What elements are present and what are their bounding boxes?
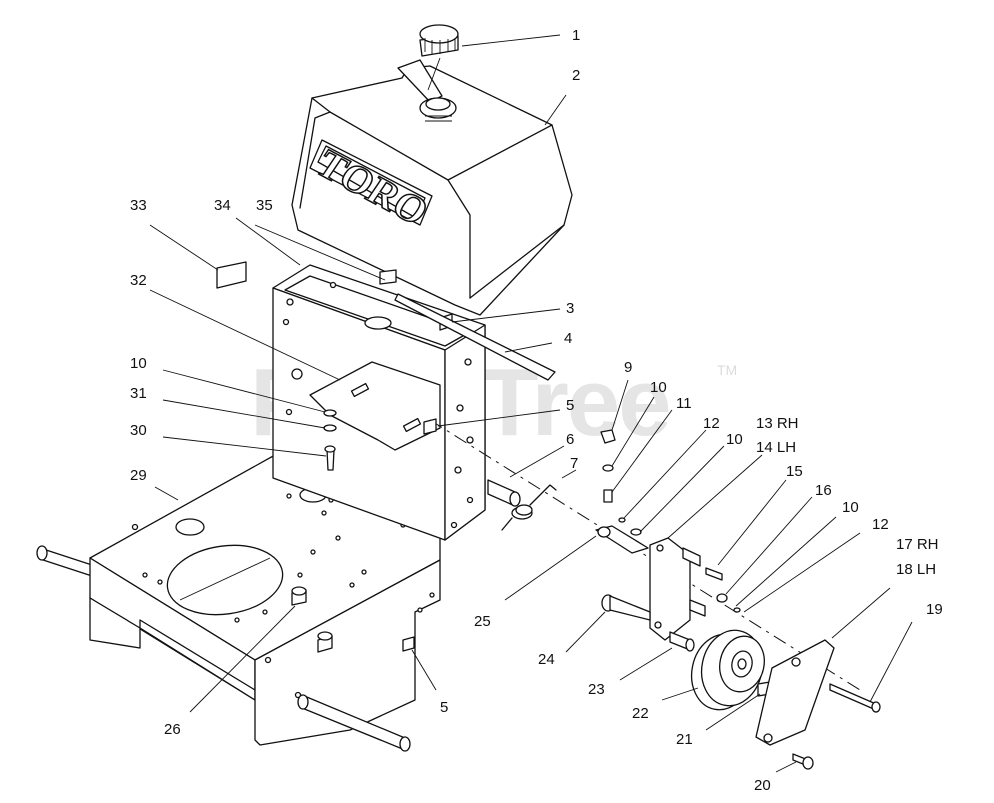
callout-10-b: 10 (726, 431, 743, 448)
idler-pulley (690, 629, 765, 711)
decal (216, 261, 247, 289)
bolt-15 (705, 567, 723, 581)
callout-34: 34 (214, 197, 231, 214)
fastener-stack-left (323, 409, 337, 471)
callout-33: 33 (130, 197, 147, 214)
pivot-bracket (649, 537, 706, 641)
callout-32: 32 (130, 272, 147, 289)
watermark-trademark: TM (717, 362, 737, 378)
callout-35: 35 (256, 197, 273, 214)
control-box (272, 264, 486, 541)
carriage-bolt (601, 594, 651, 621)
leader-lines (149, 34, 913, 773)
callout-3: 3 (566, 300, 574, 317)
callout-31: 31 (130, 385, 147, 402)
callout-6: 6 (566, 431, 574, 448)
callout-11: 11 (676, 395, 692, 412)
callout-13-rh: 13 RH (756, 415, 799, 432)
callout-2: 2 (572, 67, 580, 84)
callout-4: 4 (564, 330, 572, 347)
callout-5-upper: 5 (566, 397, 574, 414)
nut-upper (423, 418, 437, 435)
callout-21: 21 (676, 731, 693, 748)
bolt-20 (792, 753, 814, 770)
callout-10-a: 10 (650, 379, 667, 396)
callout-labels: 1 2 33 34 35 32 3 4 10 31 30 5 29 9 10 1… (130, 27, 943, 794)
callout-23: 23 (588, 681, 605, 698)
callout-19: 19 (926, 601, 943, 618)
idler-arm (755, 639, 835, 746)
callout-10-left: 10 (130, 355, 147, 372)
callout-26: 26 (164, 721, 181, 738)
callout-1: 1 (572, 27, 580, 44)
callout-30: 30 (130, 422, 147, 439)
spring (501, 484, 557, 531)
fuel-cap (419, 24, 459, 91)
callout-25: 25 (474, 613, 491, 630)
callout-14-lh: 14 LH (756, 439, 796, 456)
washer-16 (716, 593, 728, 603)
stud-stack (600, 429, 616, 503)
callout-18-lh: 18 LH (896, 561, 936, 578)
callout-9: 9 (624, 359, 632, 376)
bolt-19 (829, 683, 881, 713)
callout-15: 15 (786, 463, 803, 480)
callout-22: 22 (632, 705, 649, 722)
callout-12-b: 12 (872, 516, 889, 533)
fuel-strip (394, 293, 556, 381)
callout-7: 7 (570, 455, 578, 472)
callout-16: 16 (815, 482, 832, 499)
callout-12-a: 12 (703, 415, 720, 432)
callout-20: 20 (754, 777, 771, 794)
fuel-tank: TORO (291, 59, 573, 316)
callout-24: 24 (538, 651, 555, 668)
callout-29: 29 (130, 467, 147, 484)
callout-5-lower: 5 (440, 699, 448, 716)
callout-17-rh: 17 RH (896, 536, 939, 553)
nut-lower (402, 636, 415, 652)
callout-10-c: 10 (842, 499, 859, 516)
